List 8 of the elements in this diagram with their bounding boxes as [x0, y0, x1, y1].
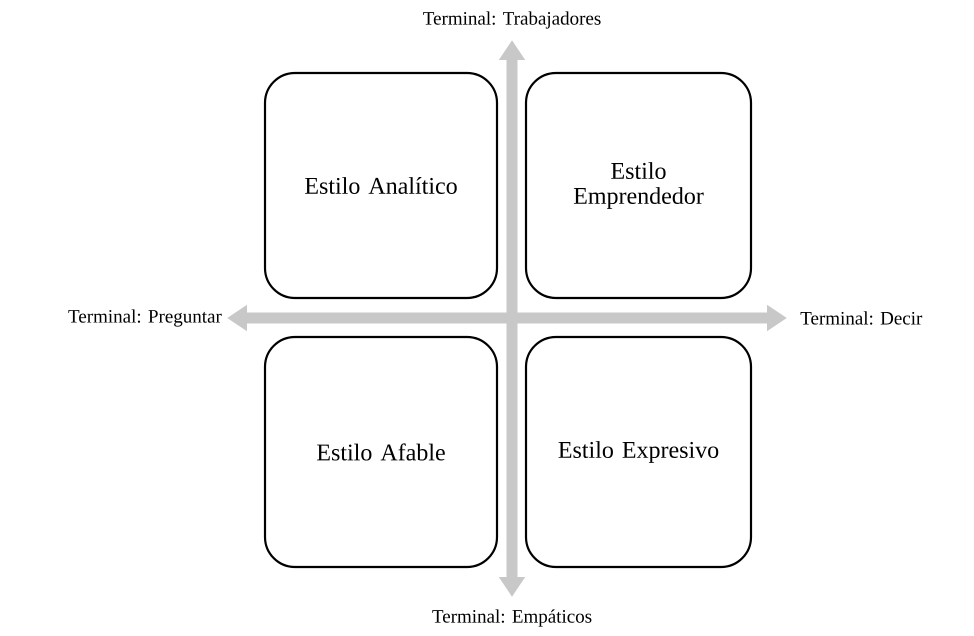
axis-label: Terminal: Preguntar	[68, 309, 222, 327]
style-box: Estilo Afable	[264, 336, 498, 568]
axis-label: Terminal: Trabajadores	[423, 11, 601, 29]
style-box: Estilo Expresivo	[524, 336, 752, 568]
style-box: Estilo Emprendedor	[524, 72, 752, 300]
axis-label: Terminal: Decir	[800, 311, 922, 325]
axis-label: Terminal: Empáticos	[432, 609, 592, 627]
style-box: Estilo Analítico	[264, 72, 498, 300]
